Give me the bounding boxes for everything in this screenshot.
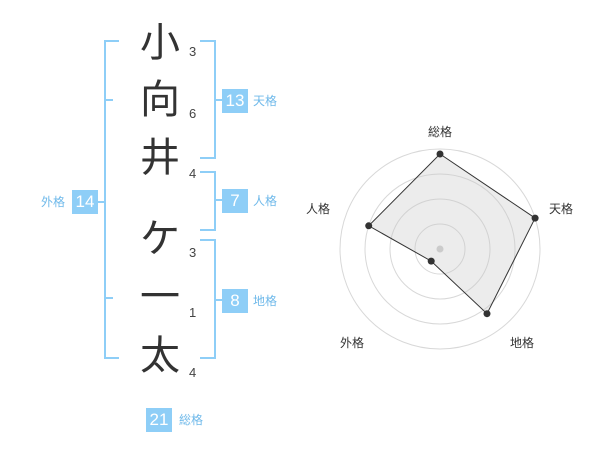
radar-axis-label-tenkaku: 天格 <box>549 202 574 216</box>
radar-axis-label-chikaku: 地格 <box>510 336 535 350</box>
chikaku-badge: 8 <box>222 289 248 313</box>
radar-ring <box>339 148 541 350</box>
radar-point-5 <box>365 222 373 230</box>
radar-axis-label-gaikaku: 外格 <box>340 336 365 350</box>
name-char-5: 一 <box>140 274 180 320</box>
stroke-count-3: 4 <box>189 166 197 181</box>
name-char-6: 太 <box>140 333 180 379</box>
radar-ring <box>414 223 466 275</box>
stroke-count-5: 1 <box>189 305 197 320</box>
tenkaku-badge: 13 <box>222 89 248 113</box>
chikaku-label: 地格 <box>253 294 278 308</box>
stroke-count-2: 6 <box>189 106 197 121</box>
name-char-2: 向 <box>140 77 180 123</box>
gaikaku-badge: 14 <box>72 190 98 214</box>
radar-ring <box>364 173 516 325</box>
radar-center-dot <box>436 245 444 253</box>
tenkaku-label: 天格 <box>253 94 278 108</box>
stroke-count-4: 3 <box>189 245 197 260</box>
stroke-count-6: 4 <box>189 365 197 380</box>
jinkaku-label: 人格 <box>253 194 278 208</box>
stroke-count-1: 3 <box>189 44 197 59</box>
radar-shape <box>367 153 536 315</box>
gaikaku-label: 外格 <box>41 195 66 209</box>
soukaku-badge: 21 <box>146 408 172 432</box>
jinkaku-badge: 7 <box>222 189 248 213</box>
soukaku-label: 総格 <box>179 413 204 427</box>
radar-axis-label-jinkaku: 人格 <box>306 202 331 216</box>
name-char-3: 井 <box>140 135 180 181</box>
name-char-4: ケ <box>140 216 180 262</box>
radar-axis-label-soukaku: 総格 <box>428 125 453 139</box>
radar-point-1 <box>436 150 444 158</box>
radar-point-4 <box>427 257 435 265</box>
radar-point-2 <box>531 214 539 222</box>
name-char-1: 小 <box>140 20 180 66</box>
radar-point-3 <box>483 310 491 318</box>
radar-ring <box>389 198 491 300</box>
